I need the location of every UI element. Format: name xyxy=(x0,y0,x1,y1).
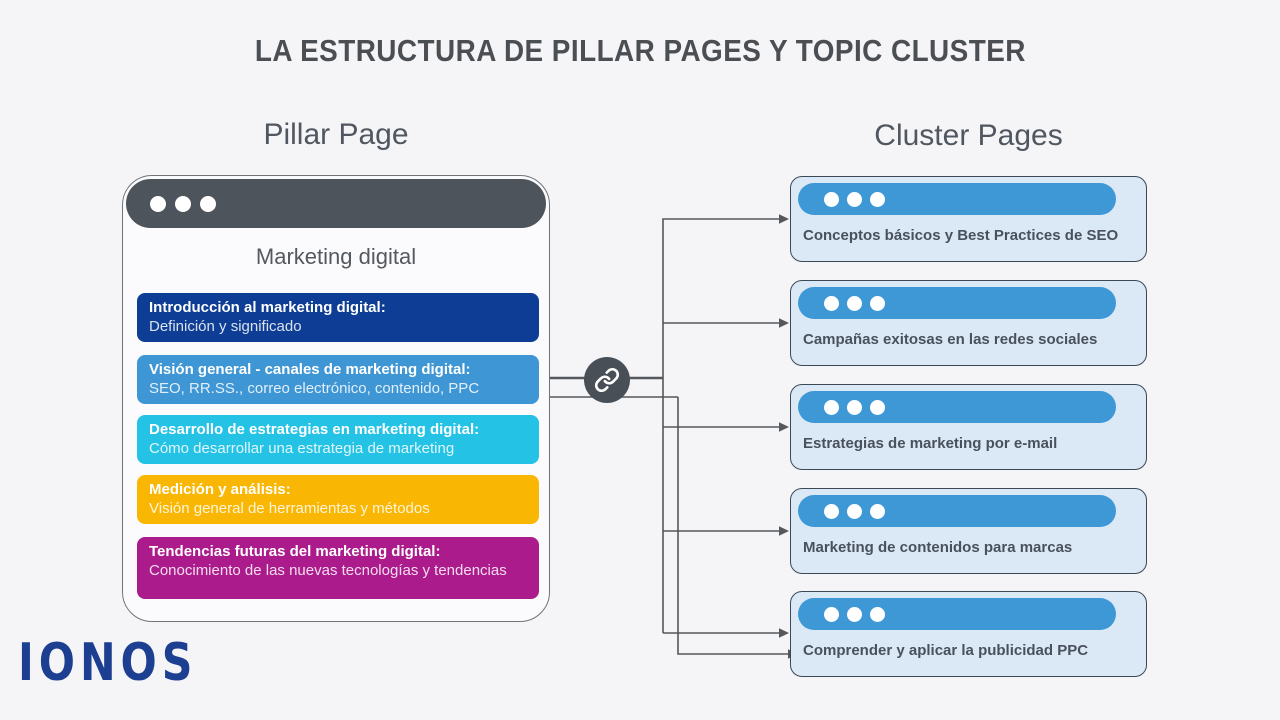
browser-topbar xyxy=(798,391,1116,423)
browser-topbar xyxy=(798,183,1116,215)
topic-box-vision-general: Visión general - canales de marketing di… xyxy=(137,355,539,404)
window-dot-icon xyxy=(824,295,839,311)
topic-subtitle: Definición y significado xyxy=(149,318,302,335)
topic-subtitle: Conocimiento de las nuevas tecnologías y… xyxy=(149,562,507,579)
topic-title: Desarrollo de estrategias en marketing d… xyxy=(149,421,480,438)
cluster-card-label: Comprender y aplicar la publicidad PPC xyxy=(803,642,1089,659)
pillar-page-heading: Pillar Page xyxy=(263,118,409,151)
link-badge xyxy=(584,357,630,403)
topic-subtitle: Cómo desarrollar una estrategia de marke… xyxy=(149,440,455,457)
window-dot-icon xyxy=(824,606,839,622)
pillar-page-window: Marketing digital Introducción al market… xyxy=(122,175,550,622)
topic-title: Visión general - canales de marketing di… xyxy=(149,361,471,378)
window-dot-icon xyxy=(847,191,862,207)
chain-link-icon xyxy=(594,367,620,393)
topic-title: Tendencias futuras del marketing digital… xyxy=(149,543,441,560)
window-dot-icon xyxy=(870,191,885,207)
window-dot-icon xyxy=(870,295,885,311)
cluster-card-contenidos: Marketing de contenidos para marcas xyxy=(790,488,1147,574)
window-dot-icon xyxy=(824,399,839,415)
browser-topbar xyxy=(798,598,1116,630)
cluster-card-label: Estrategias de marketing por e-mail xyxy=(803,435,1058,452)
page-title: LA ESTRUCTURA DE PILLAR PAGES Y TOPIC CL… xyxy=(254,33,1026,68)
cluster-card-email: Estrategias de marketing por e-mail xyxy=(790,384,1147,470)
window-dot-icon xyxy=(847,399,862,415)
window-dot-icon xyxy=(870,399,885,415)
topic-subtitle: SEO, RR.SS., correo electrónico, conteni… xyxy=(149,380,480,397)
window-dot-icon xyxy=(847,606,862,622)
cluster-card-label: Conceptos básicos y Best Practices de SE… xyxy=(803,227,1119,244)
cluster-card-label: Marketing de contenidos para marcas xyxy=(803,539,1073,556)
window-dot-icon xyxy=(847,295,862,311)
topic-box-medicion: Medición y análisis: Visión general de h… xyxy=(137,475,539,524)
window-dot-icon xyxy=(175,195,191,212)
ionos-logo: IONOS xyxy=(18,633,198,693)
topic-box-tendencias: Tendencias futuras del marketing digital… xyxy=(137,537,539,599)
cluster-card-seo: Conceptos básicos y Best Practices de SE… xyxy=(790,176,1147,262)
window-dot-icon xyxy=(824,191,839,207)
topic-title: Medición y análisis: xyxy=(149,481,291,498)
window-dot-icon xyxy=(200,195,216,212)
cluster-card-ppc: Comprender y aplicar la publicidad PPC xyxy=(790,591,1147,677)
browser-topbar xyxy=(798,495,1116,527)
window-dot-icon xyxy=(150,195,166,212)
topic-subtitle: Visión general de herramientas y métodos xyxy=(149,500,430,517)
window-dot-icon xyxy=(870,503,885,519)
topic-box-introduccion: Introducción al marketing digital: Defin… xyxy=(137,293,539,342)
window-dot-icon xyxy=(870,606,885,622)
cluster-card-redes-sociales: Campañas exitosas en las redes sociales xyxy=(790,280,1147,366)
topic-box-desarrollo: Desarrollo de estrategias en marketing d… xyxy=(137,415,539,464)
cluster-card-label: Campañas exitosas en las redes sociales xyxy=(803,331,1098,348)
browser-topbar xyxy=(126,179,546,228)
topic-title: Introducción al marketing digital: xyxy=(149,299,386,316)
browser-topbar xyxy=(798,287,1116,319)
pillar-window-title: Marketing digital xyxy=(255,244,417,269)
cluster-pages-heading: Cluster Pages xyxy=(874,119,1063,152)
window-dot-icon xyxy=(824,503,839,519)
window-dot-icon xyxy=(847,503,862,519)
